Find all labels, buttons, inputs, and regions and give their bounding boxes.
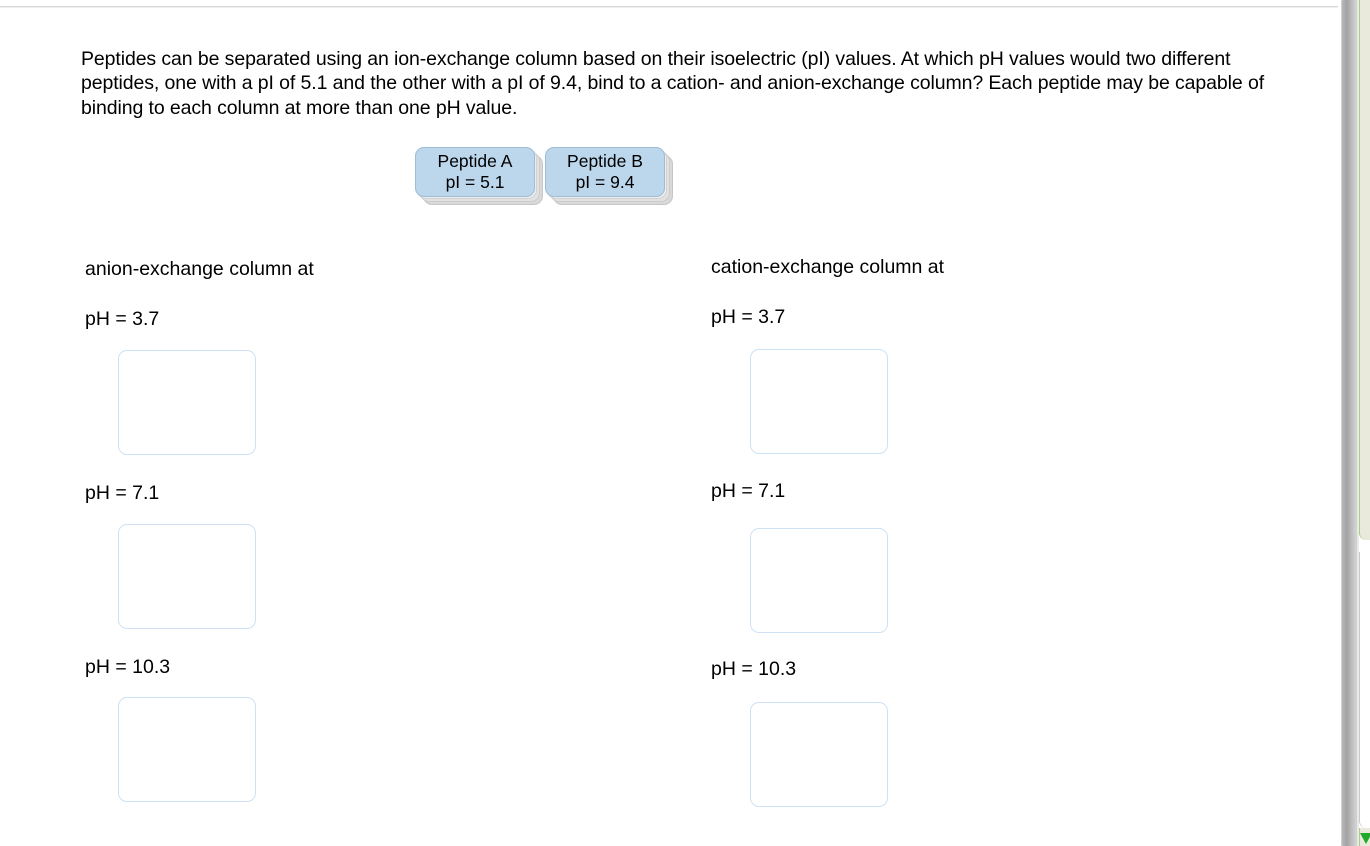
triangle-down-icon[interactable] xyxy=(1360,833,1370,844)
peptide-tile-stack-b: Peptide B pI = 9.4 xyxy=(545,147,673,205)
question-prompt: Peptides can be separated using an ion-e… xyxy=(81,47,1265,119)
tile-b-name: Peptide B xyxy=(567,151,643,171)
anion-column-title: anion-exchange column at xyxy=(85,258,314,280)
chrome-edge-line xyxy=(1357,0,1359,846)
cation-dropzone-ph-7-1[interactable] xyxy=(750,528,888,633)
anion-ph-label-3: pH = 10.3 xyxy=(85,656,171,678)
peptide-tile-stack-a: Peptide A pI = 5.1 xyxy=(415,147,543,205)
tile-b-value: pI = 9.4 xyxy=(575,172,635,192)
anion-dropzone-ph-10-3[interactable] xyxy=(118,697,256,802)
cation-column-title: cation-exchange column at xyxy=(711,256,945,278)
side-panel-upper xyxy=(1359,0,1370,540)
draggable-tile-peptide-a[interactable]: Peptide A pI = 5.1 xyxy=(415,147,535,197)
anion-dropzone-ph-7-1[interactable] xyxy=(118,524,256,629)
peptide-tile-tray: Peptide A pI = 5.1 Peptide B pI = 9.4 xyxy=(415,147,695,217)
cation-ph-label-3: pH = 10.3 xyxy=(711,658,797,680)
right-chrome xyxy=(1338,0,1370,846)
cation-dropzone-ph-3-7[interactable] xyxy=(750,349,888,454)
chrome-gutter xyxy=(1338,0,1341,846)
question-page: Peptides can be separated using an ion-e… xyxy=(0,8,1338,846)
top-divider-shadow xyxy=(0,7,1338,8)
draggable-tile-peptide-b[interactable]: Peptide B pI = 9.4 xyxy=(545,147,665,197)
side-panel-lower xyxy=(1359,552,1370,828)
cation-dropzone-ph-10-3[interactable] xyxy=(750,702,888,807)
anion-ph-label-1: pH = 3.7 xyxy=(85,308,160,330)
cation-ph-label-2: pH = 7.1 xyxy=(711,480,786,502)
anion-dropzone-ph-3-7[interactable] xyxy=(118,350,256,455)
vertical-scrollbar-thumb[interactable] xyxy=(1342,0,1356,846)
tile-a-value: pI = 5.1 xyxy=(445,172,505,192)
tile-a-name: Peptide A xyxy=(437,151,513,171)
top-divider xyxy=(0,6,1338,7)
cation-ph-label-1: pH = 3.7 xyxy=(711,306,786,328)
anion-ph-label-2: pH = 7.1 xyxy=(85,482,160,504)
